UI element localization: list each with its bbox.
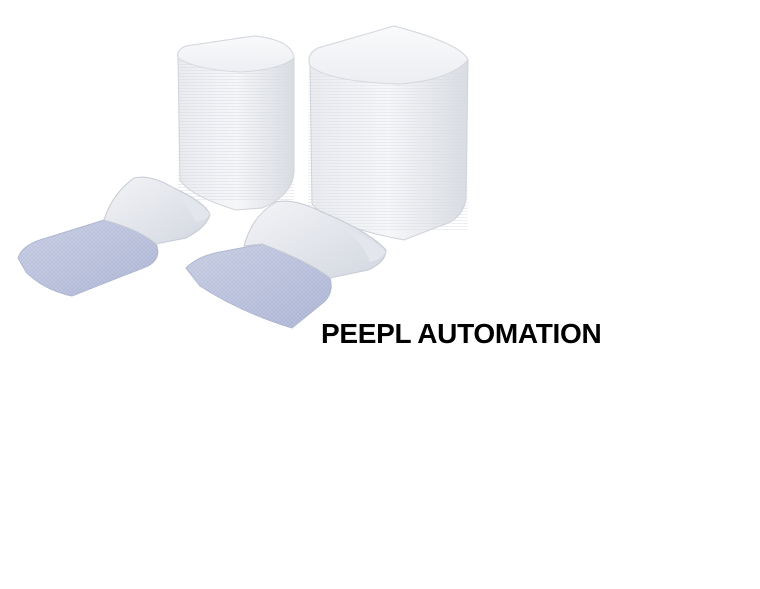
gauze-stack-small bbox=[177, 35, 295, 211]
gauze-stack-large bbox=[308, 25, 469, 241]
gauze-product-photo bbox=[17, 25, 469, 329]
gauze-roll-left bbox=[17, 176, 211, 297]
brand-caption: PEEPL AUTOMATION bbox=[321, 318, 602, 349]
gauze-roll-right bbox=[185, 200, 387, 329]
